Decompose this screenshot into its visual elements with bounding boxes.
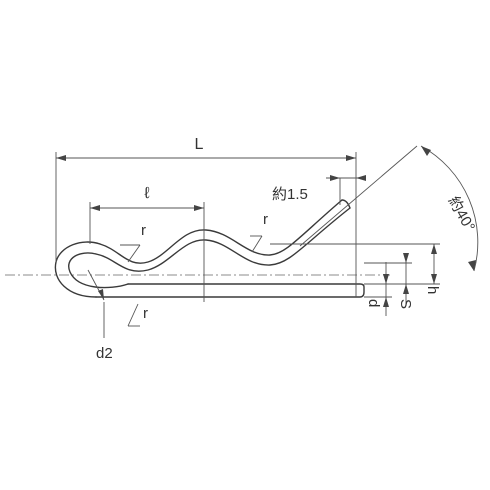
angle-arrow-top <box>421 146 431 156</box>
label-approx-40: 約40° <box>445 194 479 235</box>
dim-l-arrow-left <box>90 205 100 211</box>
pin-loop-outer <box>54 241 101 298</box>
label-r-bottom: r <box>143 305 148 322</box>
r-mid-leader-diag <box>251 235 263 253</box>
pin-loop-inner <box>68 252 129 289</box>
label-approx-1-5: 約1.5 <box>272 186 308 203</box>
dim-right: h S d <box>270 243 441 316</box>
dim-l-arrow-right <box>194 205 204 211</box>
pin-wave-outer <box>99 199 343 264</box>
dim-d-arrow-top <box>383 274 389 284</box>
dim-1-5-arrow-right <box>356 175 366 181</box>
label-h: h <box>424 286 441 294</box>
dim-approx-1-5: 約1.5 <box>272 175 366 205</box>
dim-d2: d2 <box>87 269 113 362</box>
label-L: L <box>195 136 204 153</box>
dim-L-arrow-left <box>56 155 66 161</box>
label-S: S <box>397 299 414 309</box>
angle-arc <box>420 145 479 272</box>
angle-leg <box>299 145 418 247</box>
dim-S-arrow-top <box>403 253 409 263</box>
label-d: d <box>365 299 382 307</box>
pin-body <box>54 199 365 298</box>
dim-L-arrow-right <box>346 155 356 161</box>
r-top-leader-diag <box>127 244 141 263</box>
pin-wave-inner <box>95 207 351 272</box>
r-bottom-leader-diag <box>127 303 139 327</box>
dim-h-arrow-bottom <box>431 274 437 284</box>
dim-h-arrow-top <box>431 244 437 254</box>
label-d2: d2 <box>96 345 113 362</box>
dim-d2-arrow <box>98 289 104 300</box>
pin-tip <box>341 199 351 209</box>
angle-arrow-bottom <box>468 260 476 271</box>
label-l: ℓ <box>144 185 149 202</box>
dim-S-arrow-bottom <box>403 284 409 294</box>
r-leaders: r r r <box>120 211 268 327</box>
pin-straight-leg <box>95 283 365 298</box>
label-r-mid: r <box>263 211 268 228</box>
dim-d-arrow-bottom <box>383 297 389 307</box>
label-r-top: r <box>141 222 146 239</box>
dim-angle-40: 約40° <box>299 145 479 272</box>
dim-L: L <box>55 136 357 297</box>
dim-l: ℓ <box>89 185 205 302</box>
dim-1-5-arrow-left <box>330 175 340 181</box>
